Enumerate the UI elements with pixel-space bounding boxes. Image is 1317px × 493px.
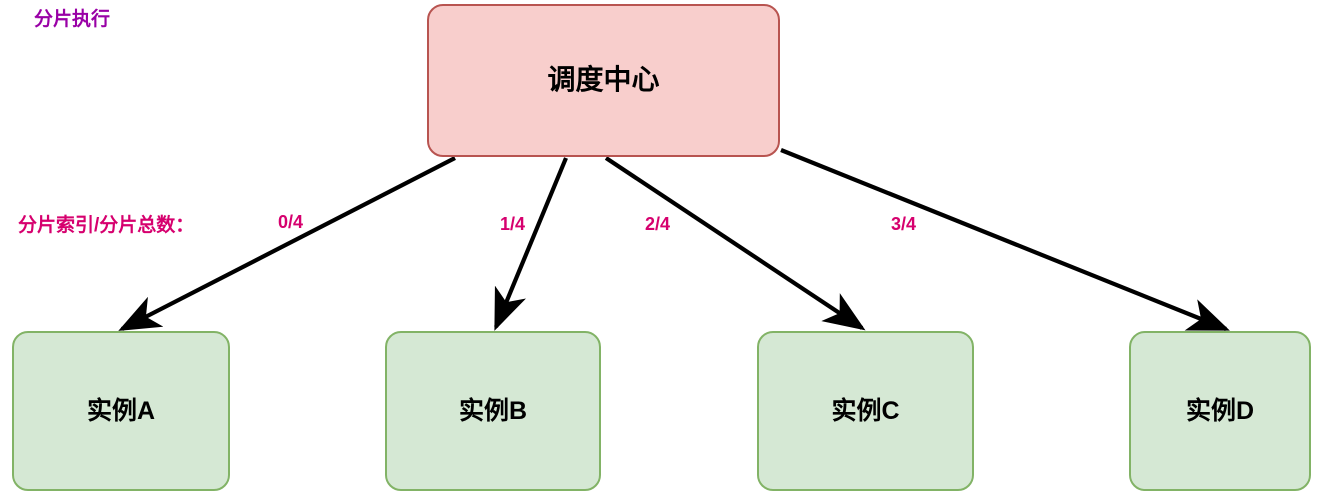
node-instance-b[interactable]: 实例B [385, 331, 601, 491]
node-instance-a[interactable]: 实例A [12, 331, 230, 491]
node-scheduler[interactable]: 调度中心 [427, 4, 780, 157]
diagram-title: 分片执行 [34, 9, 111, 30]
edge-scheduler-to-instance-a [118, 156, 456, 331]
node-instance-d[interactable]: 实例D [1129, 331, 1311, 491]
edge-scheduler-to-instance-b [494, 157, 568, 331]
shard-label-instance-a: 0/4 [278, 212, 304, 232]
shard-label-instance-b: 1/4 [500, 214, 526, 234]
edge-scheduler-to-instance-c [604, 156, 866, 331]
edge-scheduler-to-instance-d [780, 148, 1230, 331]
shard-index-legend-label: 分片索引/分片总数： [18, 215, 195, 236]
shard-label-instance-c: 2/4 [645, 214, 671, 234]
node-instance-c[interactable]: 实例C [757, 331, 974, 491]
shard-label-instance-d: 3/4 [891, 214, 917, 234]
